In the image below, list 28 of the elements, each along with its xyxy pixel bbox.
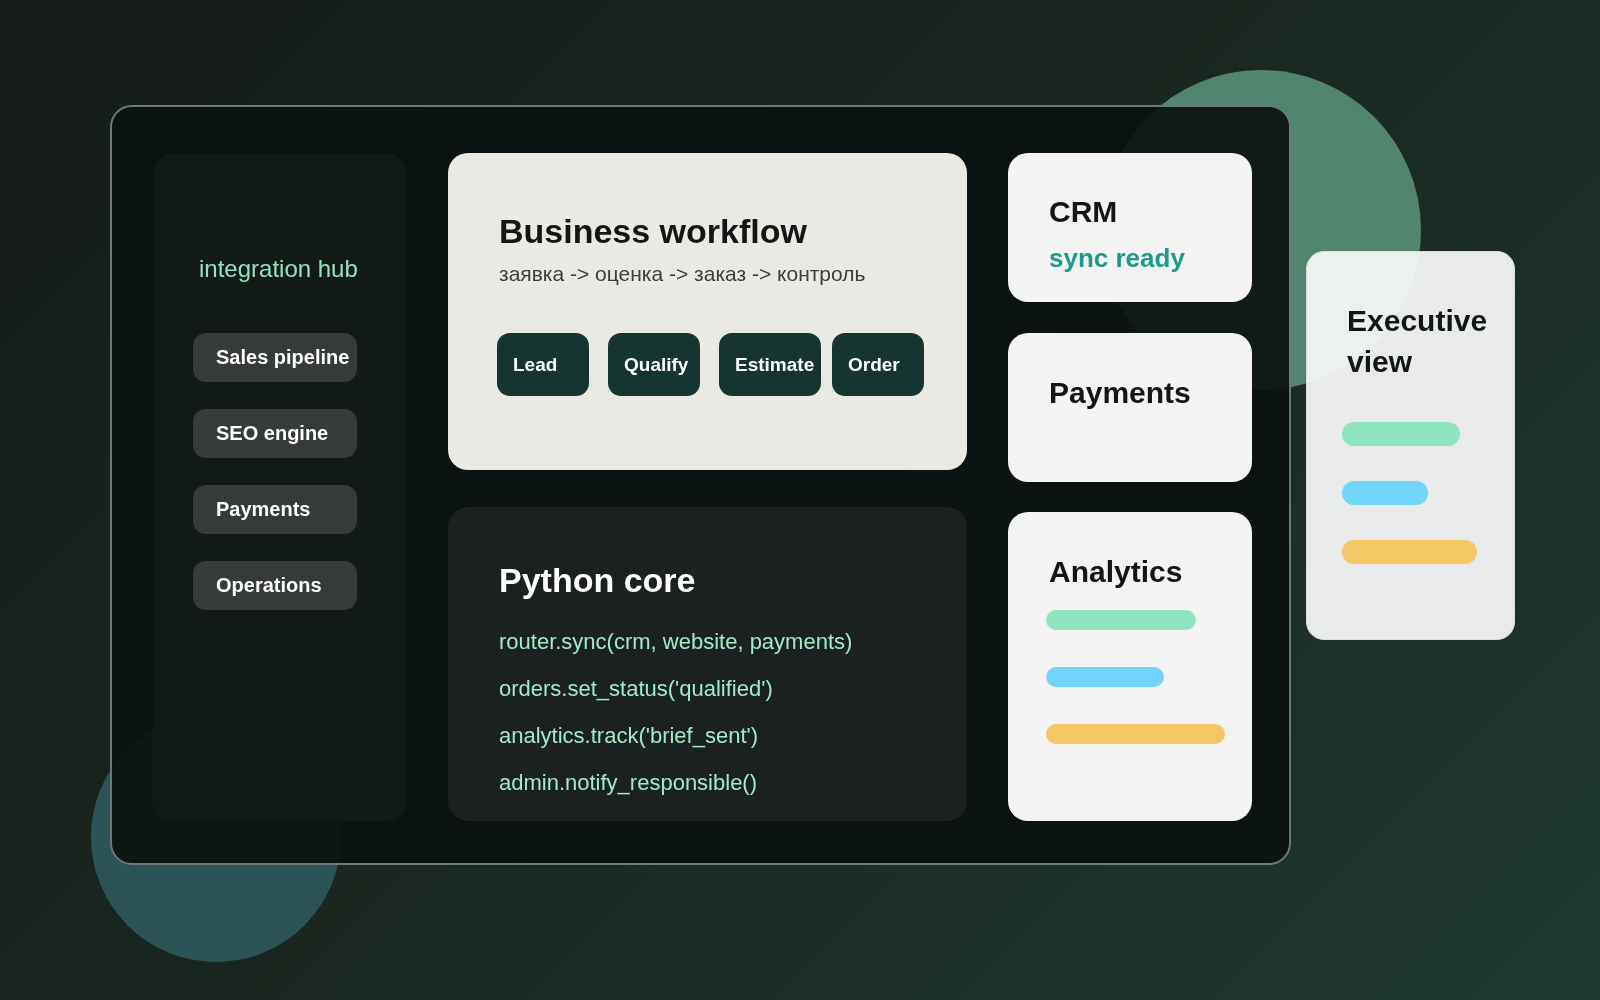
card-title: Executive view <box>1347 303 1489 380</box>
code-line: analytics.track('brief_sent') <box>499 722 759 750</box>
flow-text: заявка -> оценка -> заказ -> контроль <box>499 261 866 287</box>
code-line: admin.notify_responsible() <box>499 769 758 797</box>
status-text: sync ready <box>1049 242 1185 275</box>
card-title: Python core <box>499 560 696 601</box>
subtitle-text: integration hub <box>199 254 358 284</box>
menu-item: Payments <box>193 485 357 534</box>
summary-card <box>1306 251 1515 640</box>
analytics-card <box>1008 512 1252 821</box>
stage-tag: Lead <box>497 333 589 396</box>
integration-card <box>1008 333 1252 482</box>
card-title: Payments <box>1049 375 1191 411</box>
code-line: router.sync(crm, website, payments) <box>499 628 853 656</box>
stage-tag: Estimate <box>719 333 821 396</box>
card-title: Analytics <box>1049 554 1183 590</box>
stage-tag: Qualify <box>608 333 700 396</box>
code-line: orders.set_status('qualified') <box>499 675 773 703</box>
menu-item: SEO engine <box>193 409 357 458</box>
workflow-card <box>448 153 967 470</box>
card-title: Business workflow <box>499 211 807 252</box>
menu-item: Operations <box>193 561 357 610</box>
sidebar-panel <box>153 153 407 821</box>
stage-tag: Order <box>832 333 924 396</box>
card-title: CRM <box>1049 194 1118 230</box>
integration-card <box>1008 153 1252 302</box>
menu-item: Sales pipeline <box>193 333 357 382</box>
window-frame <box>110 105 1291 865</box>
